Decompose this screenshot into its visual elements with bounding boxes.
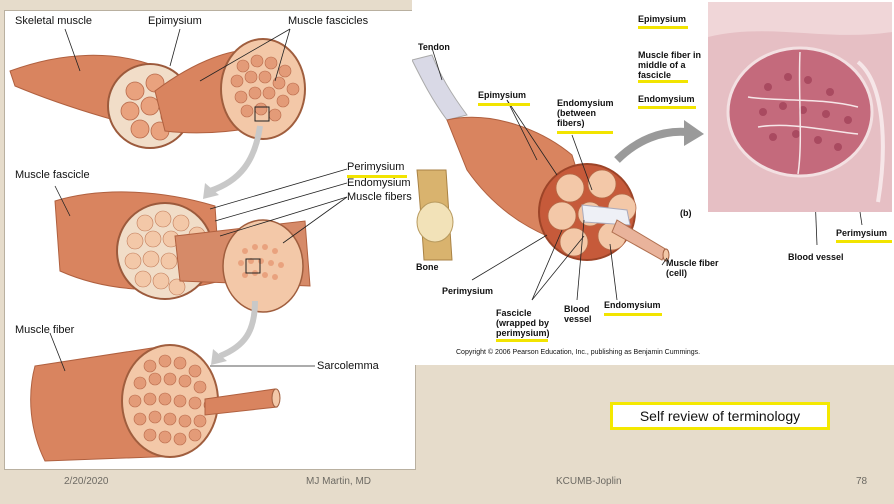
- footer-date: 2/20/2020: [64, 476, 109, 487]
- highlight-underline: [347, 175, 407, 178]
- label-perimysium: Perimysium: [347, 161, 405, 173]
- label-endomysium: Endomysium: [347, 177, 411, 189]
- label-micro-perimysium: Perimysium: [836, 228, 888, 238]
- footer-page-number: 78: [856, 476, 868, 487]
- label-micro-endomysium: Endomysium: [638, 94, 695, 104]
- label-muscle-fiber-cell: Muscle fiber (cell): [666, 258, 719, 278]
- label-endomysium-between: Endomysium (between fibers): [557, 98, 614, 128]
- highlight-underline: [496, 339, 548, 342]
- self-review-box: Self review of terminology: [610, 402, 830, 430]
- label-fascicle-wrapped: Fascicle (wrapped by perimysium): [496, 308, 550, 338]
- label-bone: Bone: [416, 262, 439, 272]
- label-skeletal-muscle: Skeletal muscle: [15, 15, 93, 27]
- label-micro-fiber-middle: Muscle fiber in middle of a fascicle: [638, 50, 702, 80]
- left-muscle-illustration: [9, 28, 348, 462]
- left-diagram-panel: Skeletal muscle Epimysium Muscle fascicl…: [4, 10, 416, 470]
- footer-author: MJ Martin, MD: [306, 476, 371, 487]
- label-epimysium-right: Epimysium: [478, 90, 527, 100]
- highlight-underline: [478, 103, 530, 106]
- label-micro-b: (b): [680, 208, 692, 218]
- footer-org: KCUMB-Joplin: [556, 476, 622, 487]
- highlight-underline: [836, 240, 892, 243]
- highlight-underline: [638, 80, 688, 83]
- micrograph-texture: [708, 2, 892, 212]
- label-muscle-fibers: Muscle fibers: [347, 191, 412, 203]
- label-blood-vessel: Blood vessel: [564, 304, 592, 324]
- label-muscle-fascicles: Muscle fascicles: [288, 15, 369, 27]
- label-muscle-fiber: Muscle fiber: [15, 324, 75, 336]
- highlight-underline: [604, 313, 662, 316]
- highlight-underline: [557, 131, 613, 134]
- label-muscle-fascicle: Muscle fascicle: [15, 169, 90, 181]
- label-micro-epimysium: Epimysium: [638, 14, 687, 24]
- right-diagram-panel: Tendon Epimysium Endomysium (between fib…: [412, 0, 894, 365]
- label-epimysium: Epimysium: [148, 15, 202, 27]
- label-micro-blood-vessel: Blood vessel: [788, 252, 844, 262]
- highlight-underline: [638, 26, 688, 29]
- label-sarcolemma: Sarcolemma: [317, 360, 379, 372]
- label-tendon: Tendon: [418, 42, 450, 52]
- copyright-notice: Copyright © 2006 Pearson Education, Inc.…: [456, 349, 701, 356]
- label-perimysium-right: Perimysium: [442, 286, 494, 296]
- highlight-underline: [638, 106, 696, 109]
- label-endomysium-right: Endomysium: [604, 300, 661, 310]
- histology-micrograph: [708, 2, 892, 212]
